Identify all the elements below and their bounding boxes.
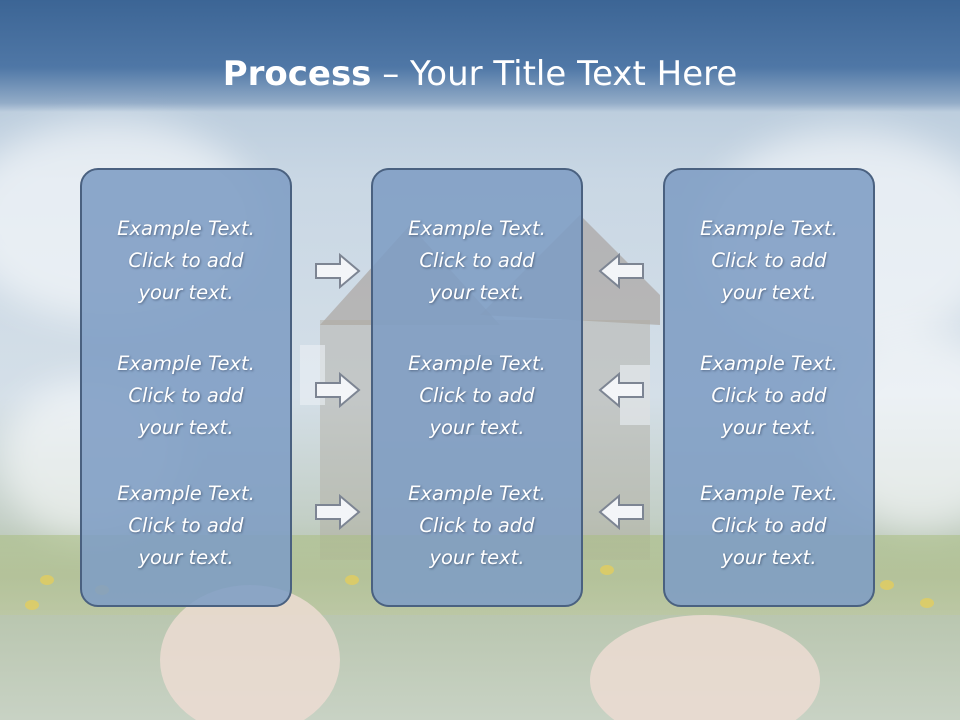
title-rest: – Your Title Text Here [371,54,738,94]
left-arrow-icon[interactable] [597,252,645,290]
title-bold: Process [222,54,372,94]
left-arrow-icon[interactable] [597,371,645,409]
right-arrow-icon[interactable] [314,371,362,409]
right-arrow-icon[interactable] [314,252,362,290]
title-bar [0,0,960,112]
left-arrow-icon[interactable] [597,493,645,531]
slide-title[interactable]: Process – Your Title Text Here [0,52,960,96]
right-arrow-icon[interactable] [314,493,362,531]
